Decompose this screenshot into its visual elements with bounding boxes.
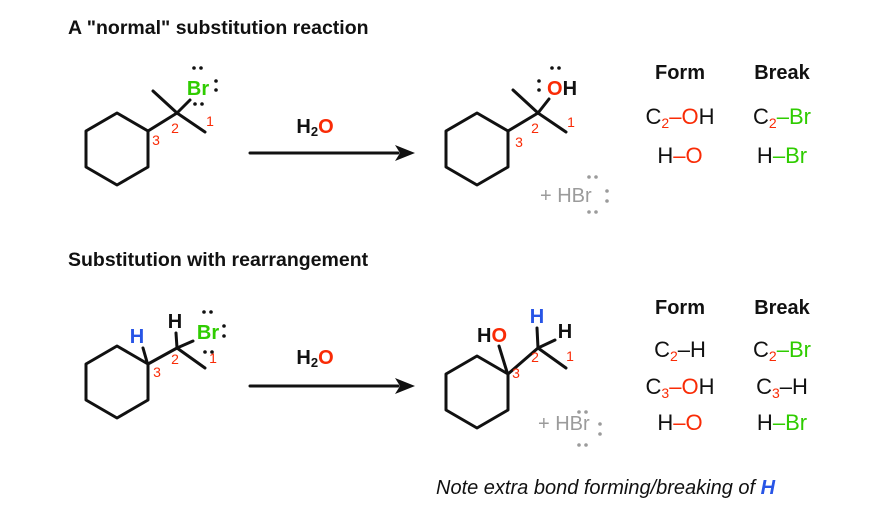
form-bond: H–O (657, 410, 703, 435)
arrowhead (395, 145, 415, 161)
carbon-number-3: 3 (512, 365, 520, 381)
carbon-number-3: 3 (152, 132, 160, 148)
form-bond: C3–OH (645, 374, 715, 401)
break-bond: C3–H (756, 374, 808, 401)
break-bond: H–Br (756, 143, 808, 168)
h2o-subscript: 2 (310, 124, 319, 139)
byproduct-lone-pair-dots (587, 175, 609, 214)
hydroxyl-h: H (477, 325, 491, 347)
carbon-number-1: 1 (567, 114, 575, 130)
hydroxyl-label: OH (547, 78, 577, 100)
h2o-h: H (296, 116, 311, 138)
h-label: H (168, 311, 182, 333)
break-bond: H–Br (756, 410, 808, 435)
bonds (506, 88, 568, 134)
footnote-highlight-h: H (760, 477, 776, 499)
form-break-table-normal: Form Break C2–OH C2–Br H–O H–Br (630, 62, 834, 182)
bromine-label: Br (187, 78, 209, 100)
reaction-arrow (248, 378, 415, 394)
bonds (497, 326, 568, 376)
bonds (146, 89, 207, 134)
lone-pair-dots (202, 310, 226, 354)
section-title-rearrangement: Substitution with rearrangement (68, 249, 369, 271)
carbon-number-2: 2 (531, 349, 539, 365)
carbon-number-1: 1 (566, 348, 574, 364)
form-bond: C2–H (654, 337, 706, 364)
cyclohexane-ring (444, 111, 510, 187)
cyclohexane-ring (84, 111, 150, 187)
section-title-normal-substitution: A "normal" substitution reaction (68, 17, 369, 39)
h2o-subscript: 2 (310, 355, 319, 370)
carbon-number-1: 1 (209, 350, 217, 366)
reactant-structure-normal: Br 1 2 3 (84, 66, 218, 187)
product-structure-rearrangement: HO H H 1 2 3 + HBr (444, 306, 602, 447)
hydroxyl-o: O (491, 325, 507, 347)
hydroxyl-o: O (547, 78, 563, 100)
migrating-h-label: H (530, 306, 544, 328)
reaction-arrow (248, 145, 415, 161)
h2o-h: H (296, 347, 311, 369)
break-bond: C2–Br (753, 337, 811, 364)
carbon-number-2: 2 (171, 120, 179, 136)
arrowhead (395, 378, 415, 394)
migrating-h-label: H (130, 326, 144, 348)
form-header: Form (655, 62, 705, 84)
byproduct-hbr: + HBr (540, 185, 592, 207)
break-bond: C2–Br (753, 104, 811, 131)
cyclohexane-ring (84, 344, 150, 420)
lone-pair-dots (192, 66, 218, 106)
h-label: H (558, 321, 572, 343)
form-bond: C2–OH (645, 104, 715, 131)
hydroxyl-label: HO (477, 325, 507, 347)
carbon-number-2: 2 (531, 120, 539, 136)
product-structure-normal: OH 1 2 3 + HBr (444, 66, 609, 214)
h2o-o: O (318, 116, 334, 138)
byproduct-lone-pair-dots (577, 410, 602, 447)
break-header: Break (754, 297, 810, 319)
footnote-text: Note extra bond forming/breaking of (436, 477, 761, 499)
reagent-h2o: H2O (283, 116, 347, 139)
lone-pair-dots (537, 66, 561, 92)
byproduct-hbr: + HBr (538, 413, 590, 435)
footnote: Note extra bond forming/breaking of H (436, 477, 775, 500)
form-bond: H–O (657, 143, 703, 168)
carbon-number-2: 2 (171, 351, 179, 367)
hydroxyl-h: H (563, 78, 577, 100)
carbon-number-1: 1 (206, 113, 214, 129)
form-break-table-rearrangement: Form Break C2–H C2–Br C3–OH C3–H H–O H–B… (630, 297, 834, 446)
carbon-number-3: 3 (153, 364, 161, 380)
reactant-structure-rearrangement: H H Br 1 2 3 (84, 310, 226, 420)
h2o-o: O (318, 347, 334, 369)
break-header: Break (754, 62, 810, 84)
reagent-h2o: H2O (283, 347, 347, 370)
carbon-number-3: 3 (515, 134, 523, 150)
bromine-label: Br (197, 322, 219, 344)
form-header: Form (655, 297, 705, 319)
cyclohexane-ring (444, 354, 510, 430)
bonds (141, 331, 207, 370)
